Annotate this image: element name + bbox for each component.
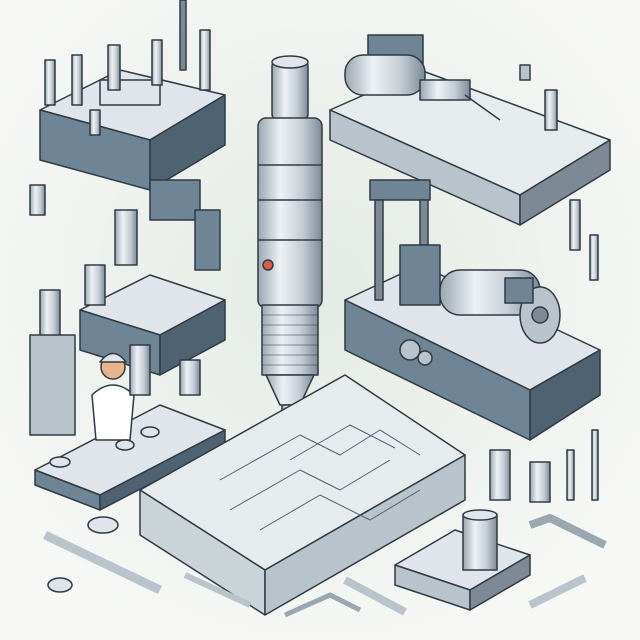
indicator-light [262, 259, 274, 271]
top-left-drilling-station [29, 0, 226, 216]
workpiece-block [139, 374, 466, 616]
top-right-spindle-table [329, 34, 611, 226]
right-lathe [344, 179, 601, 441]
loose-tools [43, 429, 607, 618]
left-milling-station [29, 179, 226, 511]
worker [91, 352, 135, 441]
